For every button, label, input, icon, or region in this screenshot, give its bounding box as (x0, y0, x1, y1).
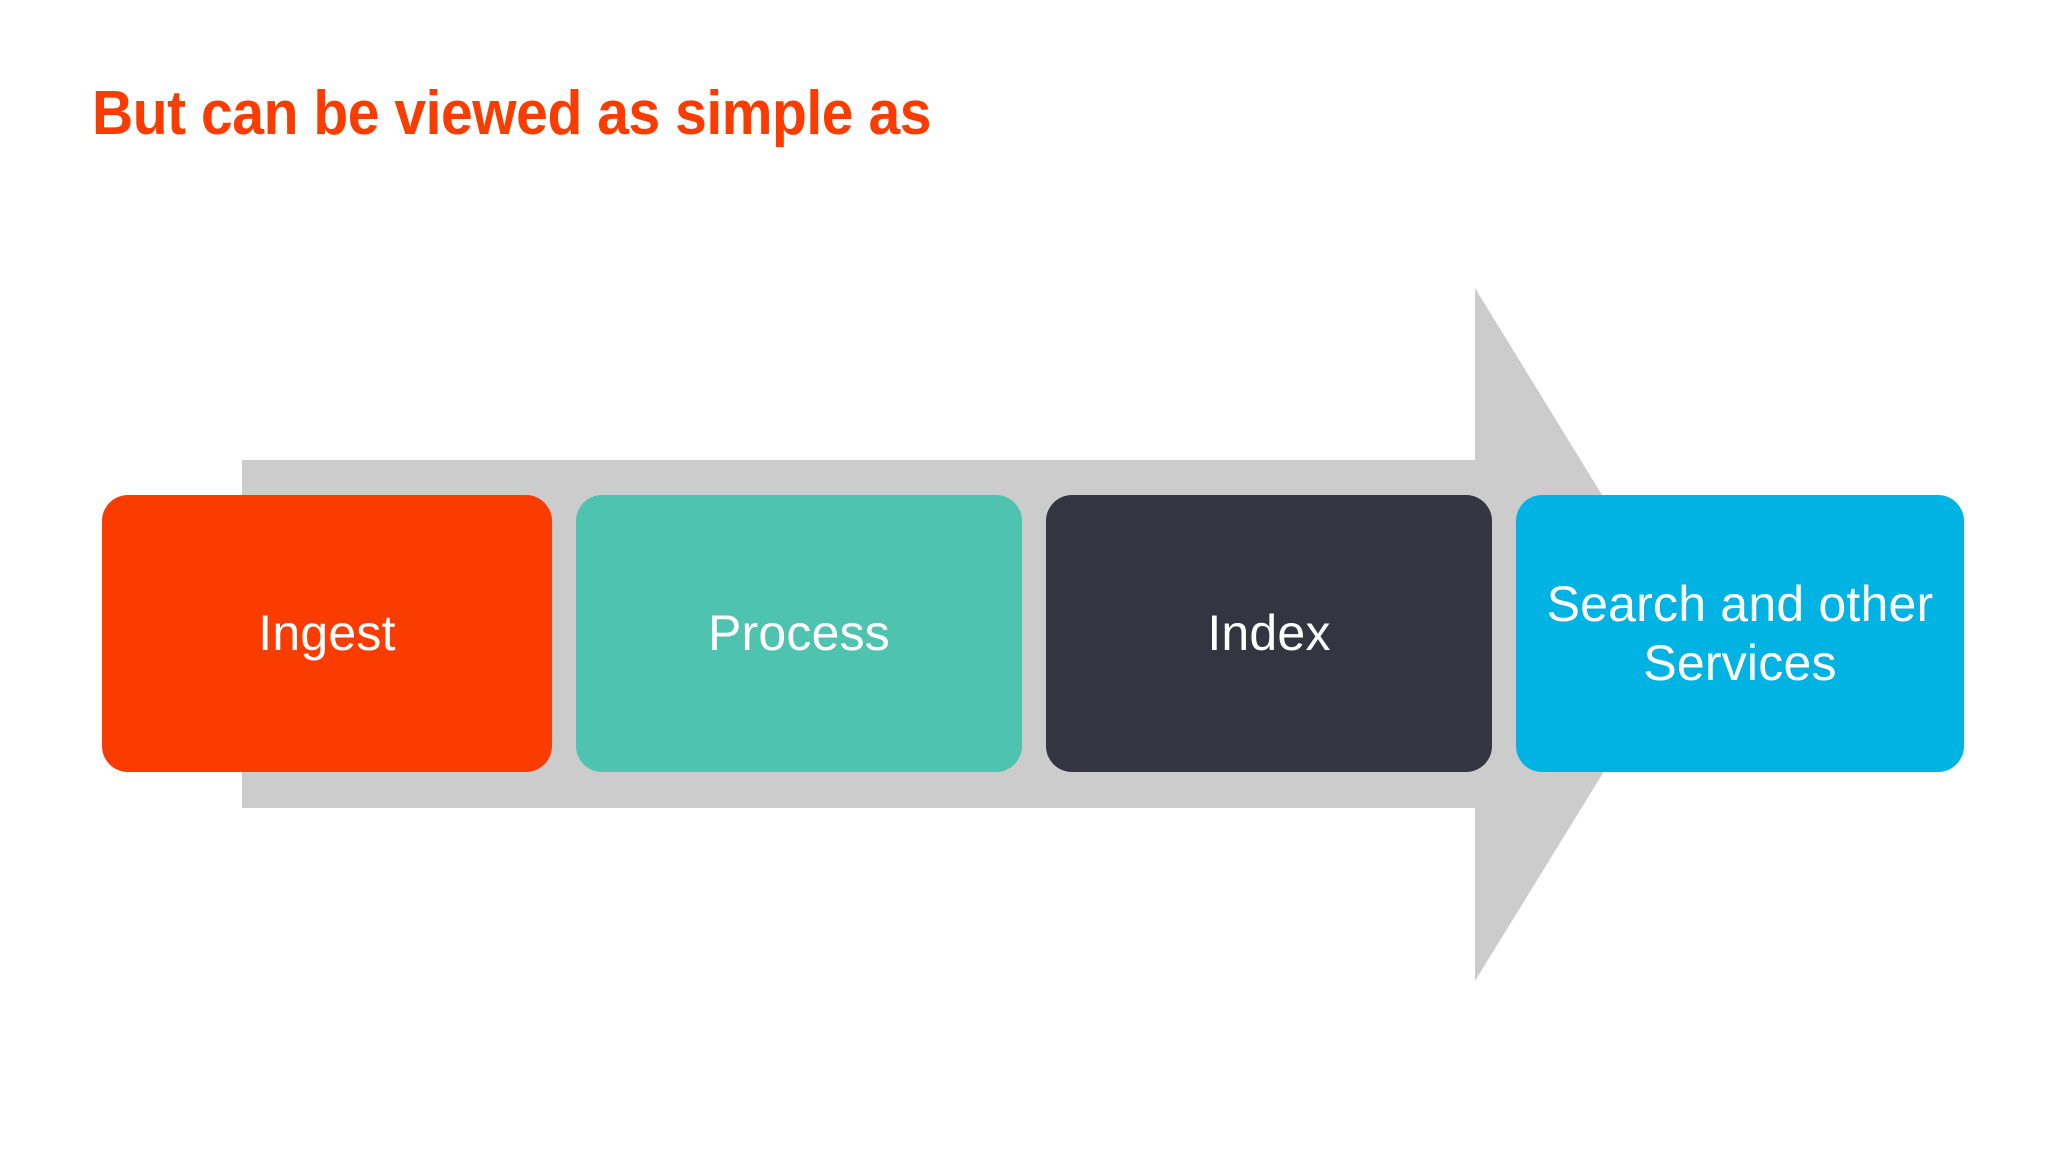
stage-box-ingest[interactable]: Ingest (102, 495, 552, 772)
stage-label: Search and other Services (1546, 575, 1934, 691)
stage-box-index[interactable]: Index (1046, 495, 1492, 772)
footer: L GGLY © 2017 Loggly, Inc. Confidential … (0, 1070, 2048, 1120)
page-title: But can be viewed as simple as (92, 79, 931, 148)
stage-box-process[interactable]: Process (576, 495, 1022, 772)
stage-label: Process (707, 605, 890, 661)
stage-label: Index (1207, 605, 1331, 661)
stage-box-search-and-other-services[interactable]: Search and other Services (1516, 495, 1964, 772)
stage-label: Ingest (258, 605, 396, 661)
